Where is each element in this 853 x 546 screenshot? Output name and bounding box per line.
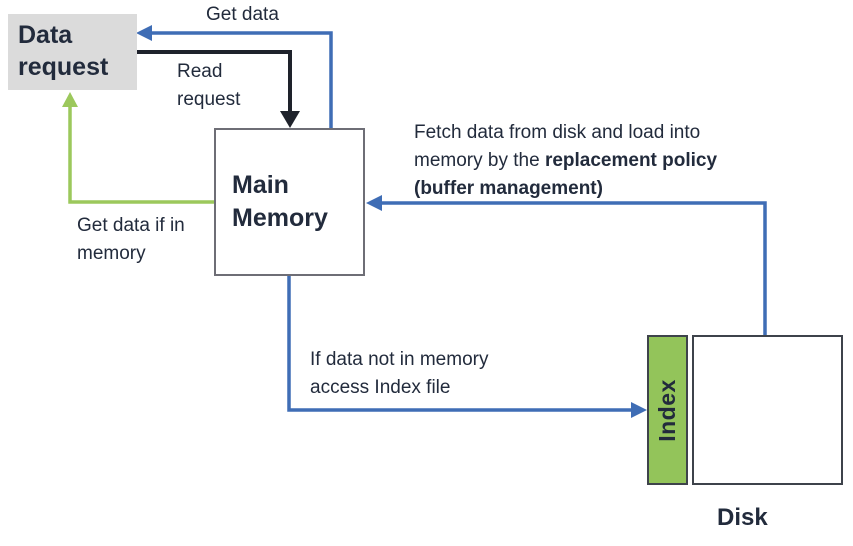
arrow-get-data-if-in-memory <box>62 92 215 204</box>
edge-label-get-data-if-in-memory: Get data if in memory <box>77 215 185 264</box>
fetch-label-regular: Fetch data from disk and load into memor… <box>414 122 701 171</box>
main-memory-box: Main Memory <box>214 128 365 276</box>
edge-label-read-request: Read request <box>177 61 241 110</box>
edge-label-get-data: Get data <box>206 4 279 25</box>
disk-box <box>692 335 843 485</box>
arrow-fetch-from-disk <box>366 195 767 335</box>
fetch-label-bold: replacement policy (buffer management) <box>414 150 718 199</box>
index-box: Index <box>647 335 688 485</box>
edge-label-fetch-from-disk: Fetch data from disk and load into memor… <box>414 119 739 203</box>
main-memory-label: Main Memory <box>232 171 328 232</box>
arrow-read-request <box>137 50 300 128</box>
index-label: Index <box>654 378 681 442</box>
data-request-box: Data request <box>8 14 137 90</box>
arrow-access-index <box>287 276 647 418</box>
arrow-get-data <box>136 25 333 128</box>
disk-label: Disk <box>717 504 768 531</box>
edge-label-access-index: If data not in memory access Index file <box>310 349 489 398</box>
